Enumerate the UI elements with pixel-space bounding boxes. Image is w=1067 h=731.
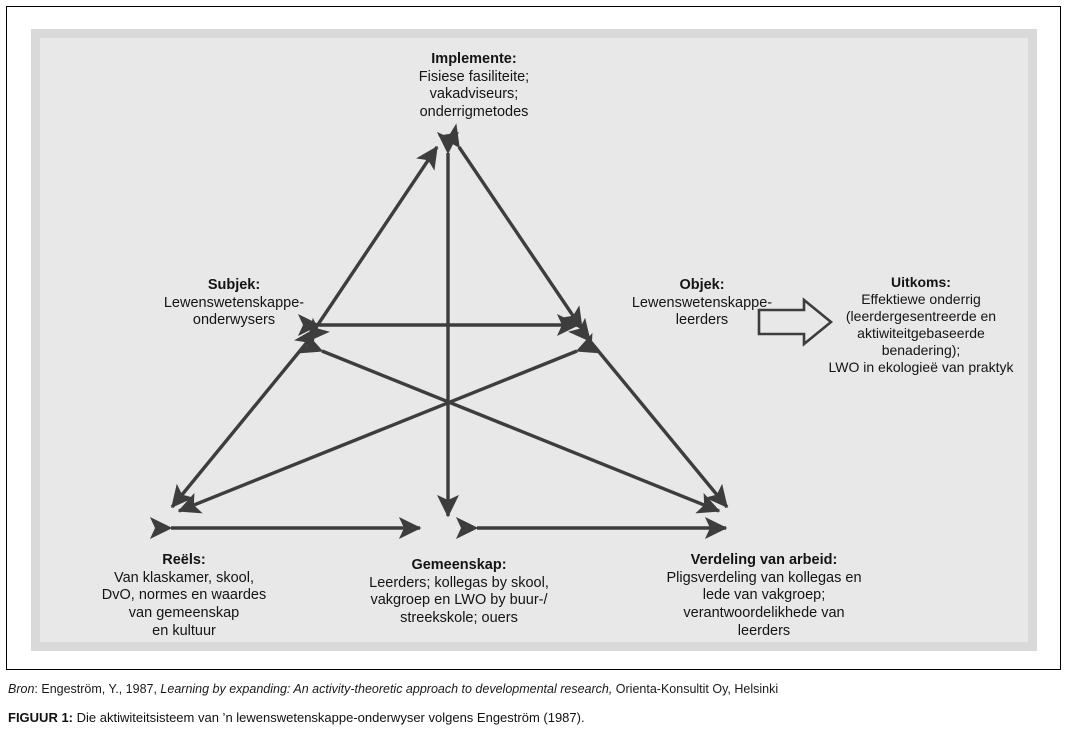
node-reels-line-1: Van klaskamer, skool,	[114, 569, 254, 586]
node-verdeling-line-3: verantwoordelikhede van	[683, 605, 845, 622]
node-subjek-line-1: Lewenswetenskappe-	[163, 294, 305, 311]
node-implemente-line-3: onderrigmetodes	[419, 104, 529, 121]
node-uitkoms-line-4: benadering);	[881, 342, 961, 359]
node-reels-line-2: DvO, normes en waardes	[101, 587, 267, 604]
source-author: : Engeström, Y., 1987,	[34, 682, 161, 696]
node-verdeling-line-2: lede van vakgroep;	[702, 587, 826, 604]
node-implemente: Implemente: Fisiese fasiliteite; vakadvi…	[334, 51, 614, 122]
node-verdeling-line-4: leerders	[737, 622, 791, 639]
diagram-panel: Implemente: Fisiese fasiliteite; vakadvi…	[31, 29, 1037, 651]
node-gemeenskap-line-3: streekskole; ouers	[400, 610, 518, 627]
node-implemente-line-1: Fisiese fasiliteite;	[418, 68, 530, 85]
node-gemeenskap-line-2: vakgroep en LWO by buur-/	[370, 592, 548, 609]
figure-frame: Implemente: Fisiese fasiliteite; vakadvi…	[6, 6, 1061, 670]
source-citation: Bron: Engeström, Y., 1987, Learning by e…	[8, 682, 1058, 696]
node-reels-line-3: van gemeenskap	[128, 605, 240, 622]
node-reels: Reëls: Van klaskamer, skool, DvO, normes…	[59, 552, 309, 640]
node-subjek-line-2: onderwysers	[192, 312, 276, 329]
node-gemeenskap-line-1: Leerders; kollegas by skool,	[369, 574, 549, 591]
node-verdeling-line-1: Pligsverdeling van kollegas en	[666, 569, 862, 586]
node-uitkoms-line-2: (leerdergesentreerde en	[845, 308, 997, 325]
node-implemente-title: Implemente:	[431, 51, 517, 67]
node-verdeling-title: Verdeling van arbeid:	[690, 552, 838, 568]
node-reels-title: Reëls:	[162, 552, 206, 568]
node-uitkoms-title: Uitkoms:	[891, 274, 951, 290]
figure-caption-text: Die aktiwiteitsisteem van ’n lewensweten…	[73, 710, 585, 725]
node-gemeenskap-title: Gemeenskap:	[411, 557, 507, 573]
source-publisher: Orienta-Konsultit Oy, Helsinki	[612, 682, 779, 696]
node-implemente-line-2: vakadviseurs;	[429, 86, 519, 103]
node-verdeling: Verdeling van arbeid: Pligsverdeling van…	[614, 552, 914, 640]
node-gemeenskap: Gemeenskap: Leerders; kollegas by skool,…	[314, 557, 604, 628]
figure-caption: FIGUUR 1: Die aktiwiteitsisteem van ’n l…	[8, 710, 1058, 725]
node-uitkoms-line-5: LWO in ekologieë van praktyk	[828, 359, 1014, 376]
node-subjek: Subjek: Lewenswetenskappe- onderwysers	[109, 277, 359, 330]
source-work-title: Learning by expanding: An activity-theor…	[160, 682, 613, 696]
node-reels-line-4: en kultuur	[152, 622, 216, 639]
node-uitkoms-line-3: aktiwiteitgebaseerde	[857, 325, 985, 342]
node-uitkoms: Uitkoms: Effektiewe onderrig (leerderges…	[806, 274, 1036, 376]
node-objek-line-1: Lewenswetenskappe-	[631, 294, 773, 311]
source-label: Bron	[8, 682, 35, 696]
node-objek-line-2: leerders	[675, 312, 729, 329]
node-uitkoms-line-1: Effektiewe onderrig	[861, 291, 981, 308]
node-objek-title: Objek:	[679, 277, 725, 293]
figure-number: FIGUUR 1:	[8, 710, 73, 725]
node-subjek-title: Subjek:	[207, 277, 261, 293]
node-objek: Objek: Lewenswetenskappe- leerders	[577, 277, 827, 330]
